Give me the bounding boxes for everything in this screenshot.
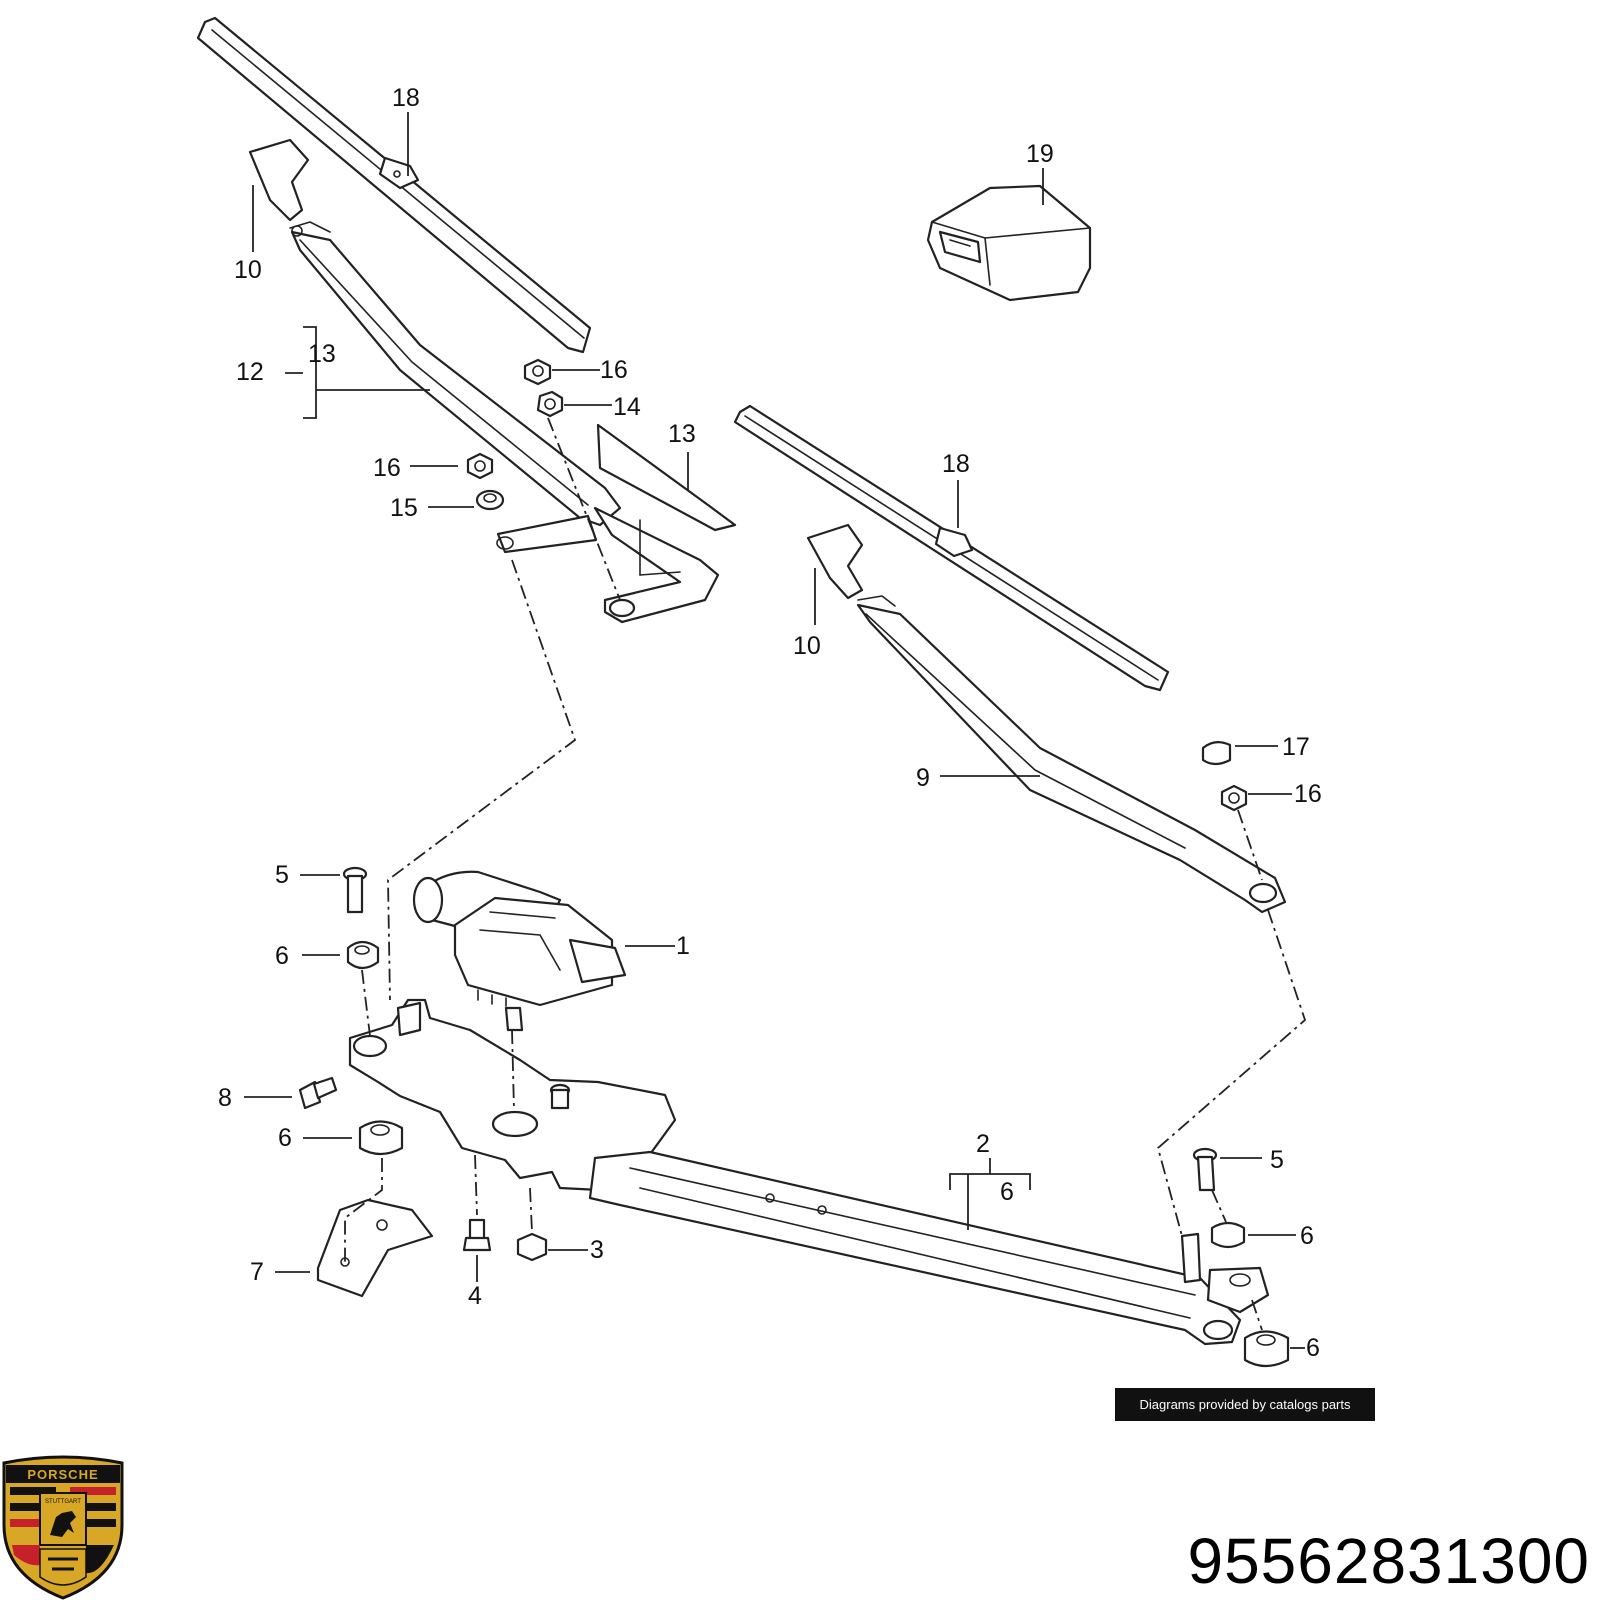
callout-14: 14 [613, 393, 641, 421]
callout-6-e: 6 [1306, 1334, 1320, 1362]
fasteners [298, 866, 1290, 1368]
callout-5-right: 5 [1270, 1146, 1284, 1174]
callout-17: 17 [1282, 733, 1310, 761]
callout-10-left: 10 [234, 256, 262, 284]
callout-16-b: 16 [373, 454, 401, 482]
callout-16-c: 16 [1294, 780, 1322, 808]
callout-4: 4 [468, 1282, 482, 1310]
callout-19: 19 [1026, 140, 1054, 168]
diagram-credit: Diagrams provided by catalogs parts [1115, 1388, 1375, 1421]
callout-1: 1 [676, 932, 690, 960]
control-unit [926, 184, 1092, 302]
callout-6-b: 6 [278, 1124, 292, 1152]
callout-6-a: 6 [275, 942, 289, 970]
wiper-motor [412, 870, 627, 1032]
leader-lines [244, 112, 1305, 1349]
callout-16-a: 16 [600, 356, 628, 384]
right-arm-cover [806, 523, 864, 600]
right-wiper-arm [856, 595, 1287, 914]
callout-13-right: 13 [668, 420, 696, 448]
svg-text:PORSCHE: PORSCHE [27, 1467, 98, 1482]
left-nuts [466, 358, 564, 511]
part-number: 95562831300 [1187, 1525, 1590, 1597]
right-nuts [1201, 741, 1248, 812]
callout-10-right: 10 [793, 632, 821, 660]
svg-text:STUTTGART: STUTTGART [45, 1499, 81, 1505]
left-pivot-link [496, 514, 598, 554]
callout-18-left: 18 [392, 84, 420, 112]
callout-18-right: 18 [942, 450, 970, 478]
callout-6-d: 6 [1300, 1222, 1314, 1250]
callout-15: 15 [390, 494, 418, 522]
left-arm-cover [248, 138, 310, 222]
assembly-lines [344, 417, 1307, 1331]
left-arm-cap [596, 423, 737, 532]
callout-5-left: 5 [275, 861, 289, 889]
left-wiper-blade [196, 16, 592, 354]
callout-2: 2 [976, 1130, 990, 1158]
callout-9: 9 [916, 764, 930, 792]
right-wiper-blade [733, 404, 1170, 692]
left-wiper-arm [289, 221, 720, 624]
porsche-crest-logo: PORSCHE STUTTGART [2, 1455, 124, 1600]
callout-13-left: 13 [308, 340, 336, 368]
callout-8: 8 [218, 1084, 232, 1112]
callout-7: 7 [250, 1258, 264, 1286]
linkage-frame [348, 998, 1270, 1346]
callouts: 18 10 12 13 16 14 13 16 15 19 18 10 17 9… [218, 84, 1322, 1362]
callout-6-c: 6 [1000, 1178, 1014, 1206]
callout-3: 3 [590, 1236, 604, 1264]
callout-12: 12 [236, 358, 264, 386]
